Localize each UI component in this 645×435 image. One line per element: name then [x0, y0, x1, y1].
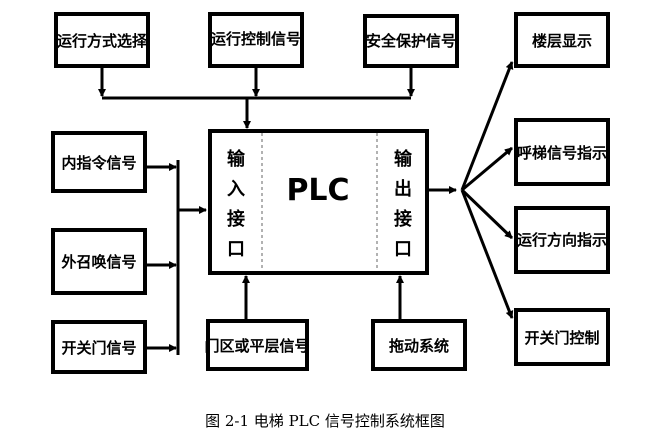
input-port-char-3: 接	[227, 208, 245, 230]
outer-call-label: 外召唤信号	[60, 253, 136, 271]
outer-call-box: 外召唤信号	[51, 228, 147, 295]
plc-block: PLC 输 入 接 口 输 出 接 口	[208, 129, 429, 275]
door-zone-box: 门区或平层信号	[204, 319, 310, 371]
input-port-char-4: 口	[227, 239, 245, 260]
door-zone-label: 门区或平层信号	[204, 337, 309, 355]
call-indicator-box: 呼梯信号指示	[514, 118, 610, 186]
safety-label: 安全保护信号	[366, 32, 456, 50]
output-port-char-1: 输	[394, 148, 413, 170]
inner-cmd-label: 内指令信号	[61, 154, 136, 172]
plc-label: PLC	[286, 173, 349, 208]
drag-system-box: 拖动系统	[371, 319, 467, 371]
input-port-char-1: 输	[227, 148, 246, 170]
mode-select-box: 运行方式选择	[54, 12, 150, 68]
drag-system-label: 拖动系统	[389, 337, 449, 355]
left-connector	[145, 160, 207, 355]
direction-indicator-box: 运行方向指示	[514, 206, 610, 274]
bottom-connector	[242, 275, 404, 319]
output-port-char-3: 接	[394, 208, 412, 230]
floor-display-box: 楼层显示	[514, 12, 610, 68]
switch-signal-box: 开关门信号	[51, 320, 147, 374]
run-control-label: 运行控制信号	[211, 30, 301, 48]
run-control-box: 运行控制信号	[208, 12, 304, 68]
call-indicator-label: 呼梯信号指示	[517, 144, 607, 162]
input-port-char-2: 入	[227, 179, 245, 200]
output-port-char-4: 口	[394, 239, 412, 260]
top-connector	[98, 66, 415, 129]
floor-display-label: 楼层显示	[532, 32, 592, 50]
direction-indicator-label: 运行方向指示	[517, 231, 607, 249]
inner-cmd-box: 内指令信号	[51, 131, 147, 193]
switch-signal-label: 开关门信号	[61, 339, 136, 357]
output-port-char-2: 出	[394, 178, 412, 200]
door-control-box: 开关门控制	[514, 308, 610, 366]
safety-box: 安全保护信号	[363, 14, 459, 68]
output-connector	[427, 61, 514, 319]
mode-select-label: 运行方式选择	[57, 32, 148, 50]
figure-caption: 图 2-1 电梯 PLC 信号控制系统框图	[205, 412, 445, 430]
door-control-label: 开关门控制	[524, 329, 599, 347]
